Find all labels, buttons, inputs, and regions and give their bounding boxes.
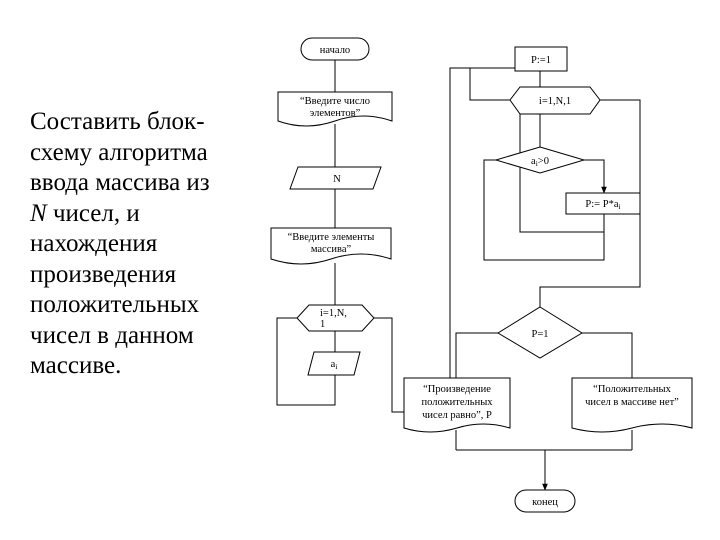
no-positive-label: “Положительных: [593, 384, 671, 395]
task-line: массиве.: [30, 352, 122, 379]
loop-back-line: [276, 317, 336, 406]
no-positive-document: [571, 377, 693, 433]
input-loop-hexagon: [296, 304, 375, 332]
prompt-count-document: [277, 91, 393, 127]
input-ai-label: ai: [331, 359, 338, 371]
task-line: чисел в данном: [30, 321, 194, 349]
check-p-label: P=1: [531, 329, 548, 340]
result-document: [403, 377, 511, 433]
prompt-elements-label: “Введите элементы: [288, 232, 375, 243]
task-line: ввода массива из: [30, 169, 210, 196]
result-label: “Произведение: [423, 384, 491, 395]
task-line: произведения: [30, 260, 177, 288]
assign-label: P:= P*ai: [585, 199, 620, 211]
right-column-lines: [455, 68, 641, 491]
task-line-rest: чисел, и: [46, 199, 140, 227]
no-positive-label: чисел в массиве нет”: [585, 397, 679, 408]
condition-diamond: [494, 146, 586, 174]
task-statement: Составить блок- схему алгоритма ввода ма…: [30, 107, 270, 382]
transfer-entry-line: [469, 68, 505, 101]
check-p-diamond: [497, 306, 583, 359]
product-loop-label: i=1,N,1: [539, 96, 571, 107]
result-label: положительных: [421, 397, 493, 408]
end-terminator: [514, 489, 576, 513]
condition-label: ai>0: [531, 156, 549, 168]
no-branch-line: [483, 159, 605, 261]
branch-right-line: [582, 332, 633, 378]
branch-left-line: [455, 332, 498, 378]
input-n-label: N: [333, 174, 341, 185]
task-line: схему алгоритма: [30, 138, 208, 166]
prompt-elements-document: [270, 227, 392, 265]
input-loop-label: i=1,N,: [320, 308, 347, 319]
init-p-process: [514, 46, 568, 72]
variable-n: N: [30, 199, 47, 227]
task-line: Составить блок-: [30, 108, 205, 135]
end-label: конец: [532, 497, 558, 508]
input-loop-label: 1: [320, 319, 325, 330]
prompt-elements-label: массива”: [311, 244, 352, 255]
task-line: положительных: [30, 291, 200, 318]
transfer-line: [374, 67, 541, 413]
prompt-count-label: “Введите число: [300, 96, 370, 107]
yes-branch-arrow: [584, 159, 607, 194]
prompt-count-label: элементов”: [310, 108, 361, 119]
start-label: начало: [320, 45, 350, 56]
loop-exit-line: [539, 99, 641, 307]
task-line: N чисел, и: [30, 199, 270, 230]
result-label: чисел равно”, P: [422, 410, 492, 421]
init-p-label: P:=1: [531, 55, 551, 66]
start-terminator: [300, 37, 370, 61]
product-loop-hexagon: [509, 86, 601, 115]
input-ai-parallelogram: [307, 351, 361, 376]
assign-process: [565, 192, 641, 215]
input-n-parallelogram: [289, 166, 382, 190]
task-line: нахождения: [30, 230, 158, 257]
